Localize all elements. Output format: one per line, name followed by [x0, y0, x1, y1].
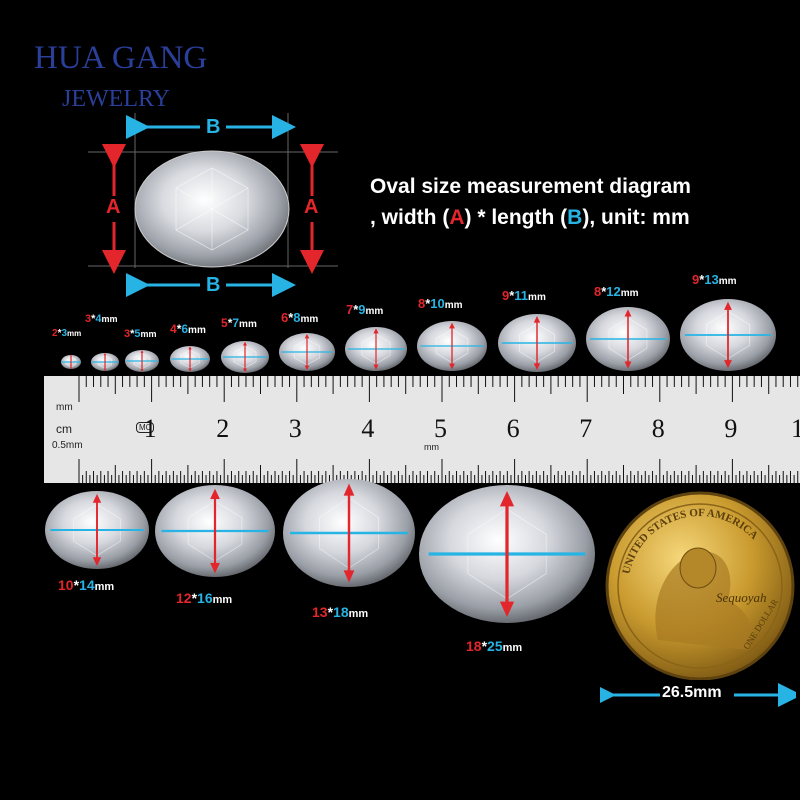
diagram-title-line2: , width (A) * length (B), unit: mm	[370, 206, 690, 229]
ruler-number: 3	[288, 414, 302, 443]
ruler-number: 10	[791, 414, 800, 443]
coin-diameter-arrow	[600, 683, 796, 707]
ruler-unit-mm: mm	[56, 402, 73, 413]
gem-9x11	[498, 314, 576, 372]
coin-name: Sequoyah	[716, 590, 767, 605]
ruler-number: 6	[506, 414, 520, 443]
size-label: 6*8mm	[281, 310, 319, 325]
size-label: 5*7mm	[221, 316, 257, 330]
size-label: 4*6mm	[170, 322, 206, 336]
ruler-scale	[78, 376, 799, 483]
size-label: 9*13mm	[692, 272, 737, 287]
ruler-mid-unit: mm	[424, 442, 439, 452]
label-a-right: A	[304, 196, 319, 218]
gem-4x6	[170, 346, 210, 372]
gem-18x25	[419, 485, 595, 623]
gem-13x18	[283, 479, 415, 587]
gem-7x9	[345, 327, 407, 371]
gem-10x14	[45, 491, 149, 569]
gem-8x12	[586, 307, 670, 371]
size-label: 9*11mm	[502, 288, 546, 303]
size-label: 13*18mm	[312, 604, 369, 620]
ruler-number: 2	[216, 414, 230, 443]
brand-subtitle: JEWELRY	[62, 86, 170, 112]
ruler-number: 8	[651, 414, 665, 443]
gem-2x3	[61, 354, 81, 370]
size-label: 7*9mm	[346, 302, 384, 317]
size-label: 3*5mm	[124, 328, 157, 340]
ruler-unit-cm: cm	[56, 422, 72, 436]
gem-6x8	[279, 333, 335, 371]
size-label: 12*16mm	[176, 590, 233, 606]
label-a-left: A	[106, 196, 121, 218]
gem-3x5	[125, 350, 159, 372]
ruler-number: 4	[361, 414, 375, 443]
size-label: 2*3mm	[52, 328, 82, 339]
ruler-mark: MC	[136, 422, 155, 433]
gem-5x7	[221, 341, 269, 373]
gem-8x10	[417, 321, 487, 371]
brand-name: HUA GANG	[34, 40, 208, 76]
ruler-unit-05mm: 0.5mm	[52, 440, 83, 451]
label-b-top: B	[206, 116, 221, 138]
size-label: 10*14mm	[58, 577, 115, 593]
coin-reference: UNITED STATES OF AMERICA Sequoyah ONE DO…	[598, 490, 800, 681]
gem-12x16	[155, 485, 275, 577]
gem-3x4	[91, 353, 119, 371]
diagram-title-line1: Oval size measurement diagram	[370, 175, 691, 198]
size-label: 8*12mm	[594, 284, 639, 299]
ruler-number: 9	[724, 414, 738, 443]
ruler: mm cm 0.5mm MC mm 1 2 3 4 5 6 7 8 9 10	[44, 376, 800, 483]
ruler-number: 7	[579, 414, 593, 443]
size-label: 3*4mm	[85, 313, 118, 325]
gem-9x13	[680, 299, 776, 371]
ruler-number: 1	[143, 414, 157, 443]
size-label: 18*25mm	[466, 638, 523, 654]
coin-image: UNITED STATES OF AMERICA Sequoyah ONE DO…	[605, 491, 795, 681]
ruler-number: 5	[434, 414, 447, 443]
label-b-bottom: B	[206, 274, 221, 296]
size-label: 8*10mm	[418, 296, 463, 311]
measurement-diagram	[88, 113, 338, 298]
coin-diameter-label: 26.5mm	[662, 684, 722, 701]
